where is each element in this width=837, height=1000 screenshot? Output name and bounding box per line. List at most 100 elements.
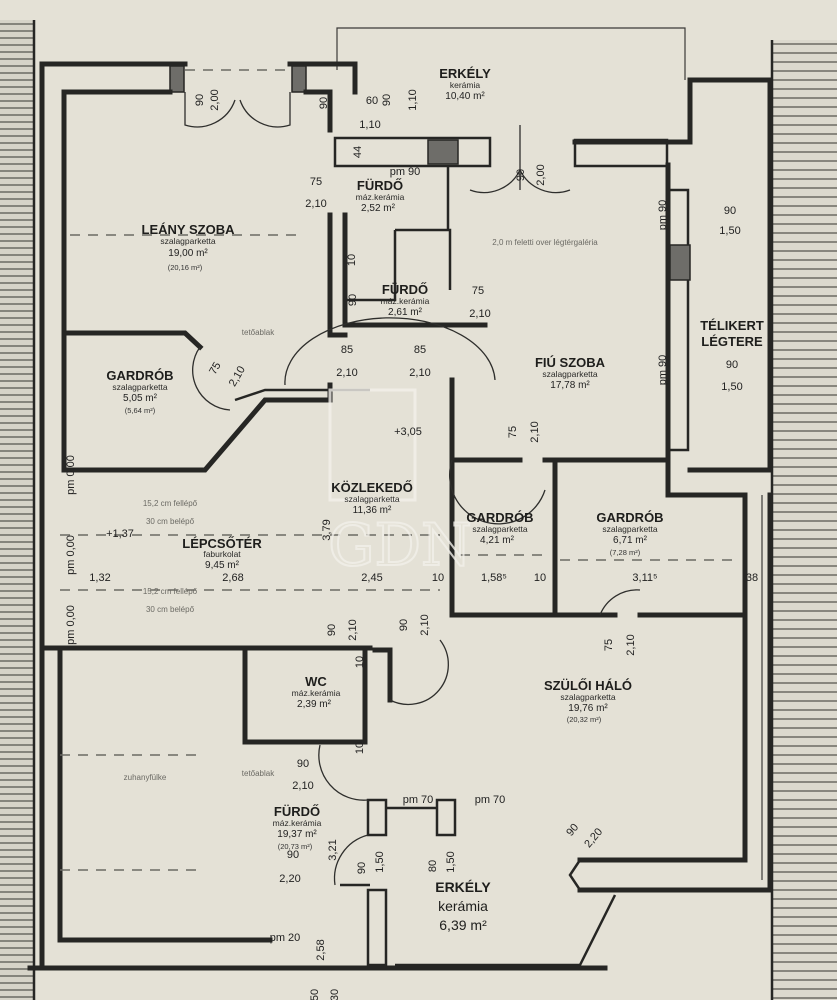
dimension-label: pm 0,00 xyxy=(65,535,77,575)
dimension-label: 90 xyxy=(347,294,359,306)
dimension-labels: 90 2,00 60 90 1,10 1,10 90 44 75 2,10 pm… xyxy=(65,89,758,1000)
dimension-label: 3,21 xyxy=(327,839,339,860)
room-gross-area: (7,28 m²) xyxy=(610,548,641,557)
dimension-label: 75 xyxy=(507,426,519,438)
room-floor: szalagparketta xyxy=(602,524,658,534)
room-floor: szalagparketta xyxy=(160,236,216,246)
room-area: 9,45 m² xyxy=(205,560,240,571)
room-name: GARDRÓB xyxy=(106,368,173,383)
dimension-label: 90 xyxy=(318,97,330,109)
skylight-note: tetőablak xyxy=(242,769,275,778)
room-name: LÉGTERE xyxy=(701,334,763,349)
dimension-label: 75 xyxy=(603,639,615,651)
dimension-label: 1,10 xyxy=(407,89,419,110)
dimension-label: 2,68 xyxy=(222,572,243,584)
dimension-label: 90 xyxy=(564,822,581,839)
room-gardrob-2: GARDRÓB szalagparketta 4,21 m² xyxy=(466,510,533,546)
room-lepcsoter: LÉPCSŐTÉR faburkolat 9,45 m² xyxy=(182,536,262,571)
dimension-label: 2,10 xyxy=(529,421,541,442)
dimension-label: 10 xyxy=(354,656,366,668)
dimension-label: 90 xyxy=(726,359,738,371)
dimension-label: 85 xyxy=(341,344,353,356)
room-telikert: TÉLIKERT LÉGTERE xyxy=(700,318,764,349)
room-gross-area: (20,32 m²) xyxy=(567,715,602,724)
room-floor: máz.kerámia xyxy=(273,818,322,828)
room-furdo-3: FÜRDŐ máz.kerámia 19,37 m² (20,73 m²) xyxy=(273,804,322,851)
right-roof-strip xyxy=(770,40,837,1000)
room-gross-area: (5,64 m²) xyxy=(125,406,156,415)
dimension-label: 3,11⁵ xyxy=(632,572,657,584)
plan-notes: 15,2 cm fellépő 30 cm belépő 15,2 cm fel… xyxy=(124,238,599,782)
dimension-label: 10 xyxy=(534,572,546,584)
room-floor: szalagparketta xyxy=(472,524,528,534)
room-name: GARDRÓB xyxy=(466,510,533,525)
room-furdo-2: FÜRDŐ máz.kerámia 2,61 m² xyxy=(381,282,430,318)
room-floor: szalagparketta xyxy=(542,369,598,379)
dimension-label: +3,05 xyxy=(394,426,422,438)
room-gross-area: (20,16 m²) xyxy=(168,263,203,272)
dimension-label: pm 0,00 xyxy=(65,455,77,495)
stair-note: 30 cm belépő xyxy=(146,605,195,614)
dimension-label: pm 90 xyxy=(390,166,421,178)
room-fiu-szoba: FIÚ SZOBA szalagparketta 17,78 m² xyxy=(535,355,606,391)
room-name: FIÚ SZOBA xyxy=(535,355,606,370)
room-area: 2,39 m² xyxy=(297,699,332,710)
dimension-label: 90 xyxy=(398,619,410,631)
room-floor: szalagparketta xyxy=(560,692,616,702)
shower-note: zuhanyfülke xyxy=(124,773,167,782)
skylight-note: tetőablak xyxy=(242,328,275,337)
dimension-label: 1,58⁵ xyxy=(481,572,507,584)
dimension-label: 2,10 xyxy=(227,364,248,389)
stair-note: 30 cm belépő xyxy=(146,517,195,526)
dimension-label: 2,00 xyxy=(209,89,221,110)
room-floor: kerámia xyxy=(438,898,488,914)
room-area: 19,37 m² xyxy=(277,829,317,840)
dimension-label: 75 xyxy=(310,176,322,188)
dimension-label: 3,79 xyxy=(321,519,333,540)
dimension-label: 90 xyxy=(194,94,206,106)
room-gardrob-3: GARDRÓB szalagparketta 6,71 m² (7,28 m²) xyxy=(596,510,663,557)
room-erkely-top: ERKÉLY kerámia 10,40 m² xyxy=(439,66,491,102)
room-floor: máz.kerámia xyxy=(381,296,430,306)
dimension-label: 2,20 xyxy=(279,873,300,885)
room-wc: WC máz.kerámia 2,39 m² xyxy=(292,674,341,710)
dimension-label: 2,10 xyxy=(347,619,359,640)
dimension-label: 60 xyxy=(366,95,378,107)
room-area: 2,61 m² xyxy=(388,307,423,318)
room-name: ERKÉLY xyxy=(439,66,491,81)
room-area: 17,78 m² xyxy=(550,380,590,391)
dimension-label: pm 70 xyxy=(403,794,434,806)
room-area: 19,76 m² xyxy=(568,703,608,714)
room-area: 11,36 m² xyxy=(353,505,392,516)
walls xyxy=(27,27,773,971)
room-name: FÜRDŐ xyxy=(357,178,403,193)
room-floor: faburkolat xyxy=(203,549,241,559)
room-name: WC xyxy=(305,674,327,689)
dimension-label: 1,50 xyxy=(719,225,740,237)
dimension-label: 10 xyxy=(354,742,366,754)
room-gardrob-1: GARDRÓB szalagparketta 5,05 m² (5,64 m²) xyxy=(106,368,173,415)
dimension-label: 90 xyxy=(287,849,299,861)
dimension-label: 2,10 xyxy=(336,367,357,379)
dimension-label: 90 xyxy=(297,758,309,770)
room-szuloi-halo: SZÜLŐI HÁLÓ szalagparketta 19,76 m² (20,… xyxy=(544,678,632,724)
dimension-label: 50 xyxy=(309,989,321,1000)
dimension-label: 10 xyxy=(346,254,358,266)
room-floor: máz.kerámia xyxy=(292,688,341,698)
dimension-label: pm 0,00 xyxy=(65,605,77,645)
dimension-label: 1,10 xyxy=(359,119,380,131)
dimension-label: 38 xyxy=(746,572,758,584)
dimension-label: 2,10 xyxy=(409,367,430,379)
room-area: 6,39 m² xyxy=(439,917,487,933)
room-furdo-1: FÜRDŐ máz.kerámia 2,52 m² xyxy=(356,178,405,214)
dimension-label: pm 90 xyxy=(657,200,669,231)
watermark: GDN xyxy=(327,388,473,580)
gallery-note: 2,0 m feletti over légtérgaléria xyxy=(492,238,598,247)
room-gross-area: (20,73 m²) xyxy=(278,842,313,851)
dimension-label: 85 xyxy=(414,344,426,356)
stair-note: 15,2 cm fellépő xyxy=(143,587,198,596)
room-area: 10,40 m² xyxy=(445,91,485,102)
room-name: LEÁNY SZOBA xyxy=(142,222,236,237)
room-floor: szalagparketta xyxy=(112,382,168,392)
